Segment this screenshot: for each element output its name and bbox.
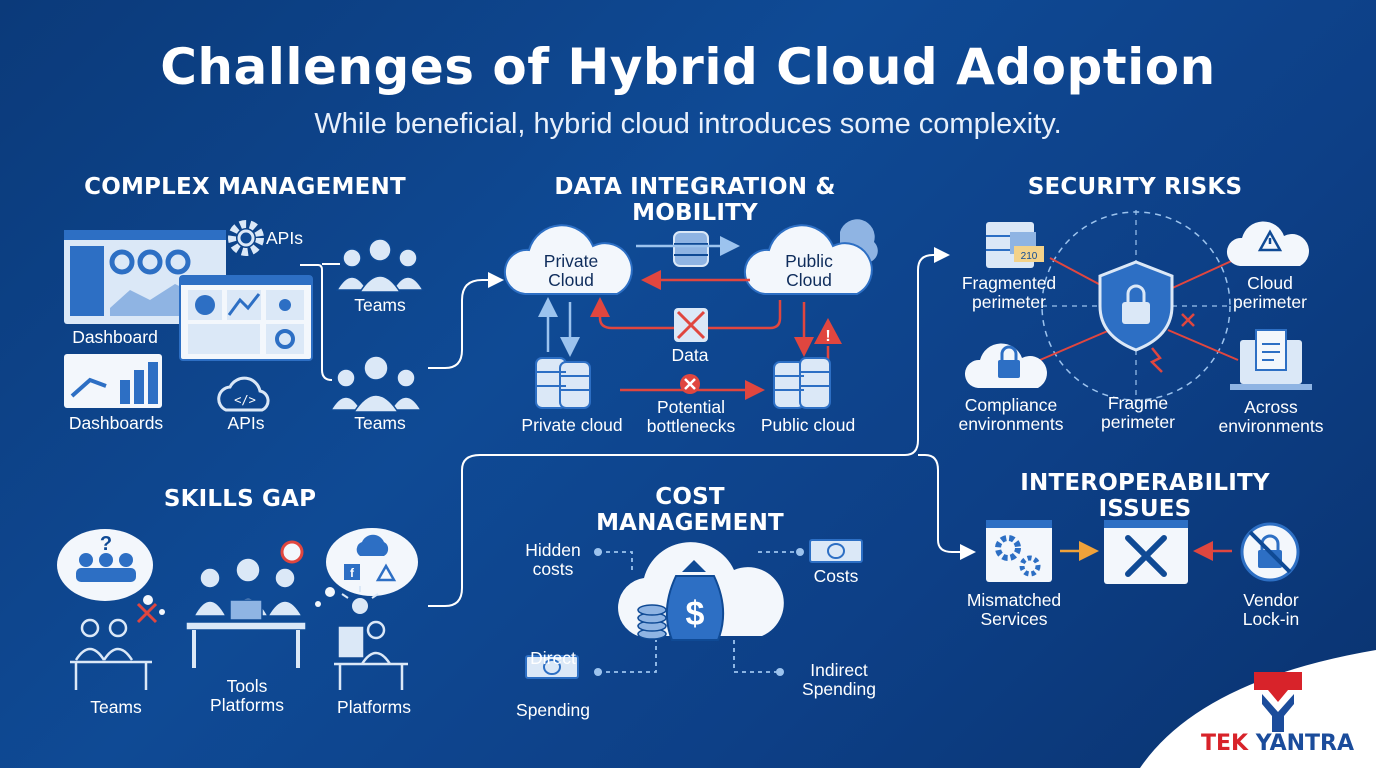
gears-window-icon	[986, 520, 1052, 582]
server-rack-icon	[986, 222, 1044, 268]
svg-text:!: !	[825, 328, 830, 345]
label-fragme-perimeter: Fragme perimeter	[1101, 393, 1175, 432]
label-teams-top: Teams	[354, 295, 406, 315]
label-apis-top: APIs	[266, 228, 303, 248]
label-dashboard: Dashboard	[72, 327, 158, 347]
shield-lock-icon	[1098, 260, 1174, 352]
label-private-cloud-db: Private cloud	[521, 415, 623, 435]
label-vendor-lockin: Vendor Lock-in	[1242, 590, 1300, 629]
data-blocked-icon	[674, 308, 708, 342]
label-hidden-costs: Hidden costs	[525, 540, 581, 579]
public-cloud-shape	[743, 219, 878, 295]
heading-skills-gap: SKILLS GAP	[163, 486, 317, 512]
private-db-stack	[535, 357, 591, 409]
label-direct-spending: Direct Spending	[516, 648, 590, 720]
thought-bubble-left: ?	[57, 529, 165, 615]
no-lock-icon	[1240, 522, 1300, 582]
tek-yantra-logo-icon	[1254, 672, 1302, 732]
label-apis: APIs	[227, 413, 265, 433]
money-cloud-icon: $	[618, 542, 784, 641]
label-mismatched-services: Mismatched Services	[966, 590, 1062, 629]
team-at-table-center	[185, 557, 307, 668]
bar-chart-window-icon	[64, 354, 162, 408]
team-icon-bottom	[329, 355, 423, 413]
people-at-desk-left	[70, 618, 152, 690]
heading-security-risks: SECURITY RISKS	[1027, 174, 1243, 200]
label-fragmented-perimeter: Fragmented perimeter	[961, 273, 1057, 312]
dollar-bill-icon-left	[525, 655, 579, 679]
label-compliance-environments: Compliance environments	[958, 395, 1064, 434]
flow-connectors	[300, 247, 976, 607]
logo-corner-bg	[1140, 650, 1376, 768]
public-db-stack	[773, 357, 831, 409]
label-potential-bottlenecks: Potential bottlenecks	[646, 397, 736, 436]
logo-part-1: TEK	[1200, 731, 1249, 756]
server-badge-value: 210	[1021, 251, 1038, 262]
heading-cost-management: COST MANAGEMENT	[596, 484, 784, 536]
heading-complex-management: COMPLEX MANAGEMENT	[84, 174, 406, 200]
svg-text:?: ?	[100, 533, 112, 555]
gear-icon	[228, 220, 264, 256]
laptop-document-icon	[1230, 329, 1312, 390]
label-platforms: Platforms	[337, 697, 411, 717]
lightbulb-icon	[341, 586, 379, 614]
label-costs: Costs	[813, 566, 859, 586]
label-data: Data	[671, 345, 709, 365]
person-at-desk-right	[334, 620, 408, 690]
label-dashboards: Dashboards	[68, 413, 164, 433]
thought-bubble-right: f	[315, 528, 418, 607]
bottleneck-x-icon	[680, 374, 700, 394]
svg-text:</>: </>	[234, 393, 256, 407]
label-public-cloud-db: Public cloud	[760, 415, 856, 435]
cloud-lock-icon	[964, 343, 1047, 388]
dollar-bill-icon-right	[809, 539, 863, 563]
database-icon-top	[673, 231, 709, 267]
label-indirect-spending: Indirect Spending	[802, 660, 876, 699]
label-cloud-perimeter: Cloud perimeter	[1233, 273, 1307, 312]
heading-data-integration: DATA INTEGRATION & MOBILITY	[554, 174, 836, 226]
label-skills-teams: Teams	[90, 697, 142, 717]
tools-window-icon	[1104, 520, 1188, 584]
team-icon-top	[335, 238, 425, 293]
label-public-cloud: Public Cloud	[785, 251, 833, 290]
api-cloud-icon: </>	[217, 376, 270, 412]
alert-badge-icon	[280, 540, 304, 564]
analytics-window-icon	[179, 275, 313, 361]
label-teams: Teams	[354, 413, 406, 433]
private-cloud-shape	[503, 224, 633, 295]
page-subtitle: While beneficial, hybrid cloud introduce…	[314, 108, 1062, 140]
page-title: Challenges of Hybrid Cloud Adoption	[160, 38, 1216, 96]
svg-text:f: f	[350, 566, 355, 580]
svg-text:$: $	[686, 595, 705, 633]
label-private-cloud: Private Cloud	[543, 251, 599, 290]
label-across-environments: Across environments	[1218, 397, 1324, 436]
cloud-warning-icon	[1226, 221, 1309, 266]
heading-interoperability: INTEROPERABILITY ISSUES	[1020, 470, 1270, 522]
label-tools-platforms: Tools Platforms	[210, 676, 284, 715]
tek-yantra-logo-text: TEK YANTRA	[1201, 731, 1354, 756]
logo-part-2: YANTRA	[1255, 731, 1354, 756]
